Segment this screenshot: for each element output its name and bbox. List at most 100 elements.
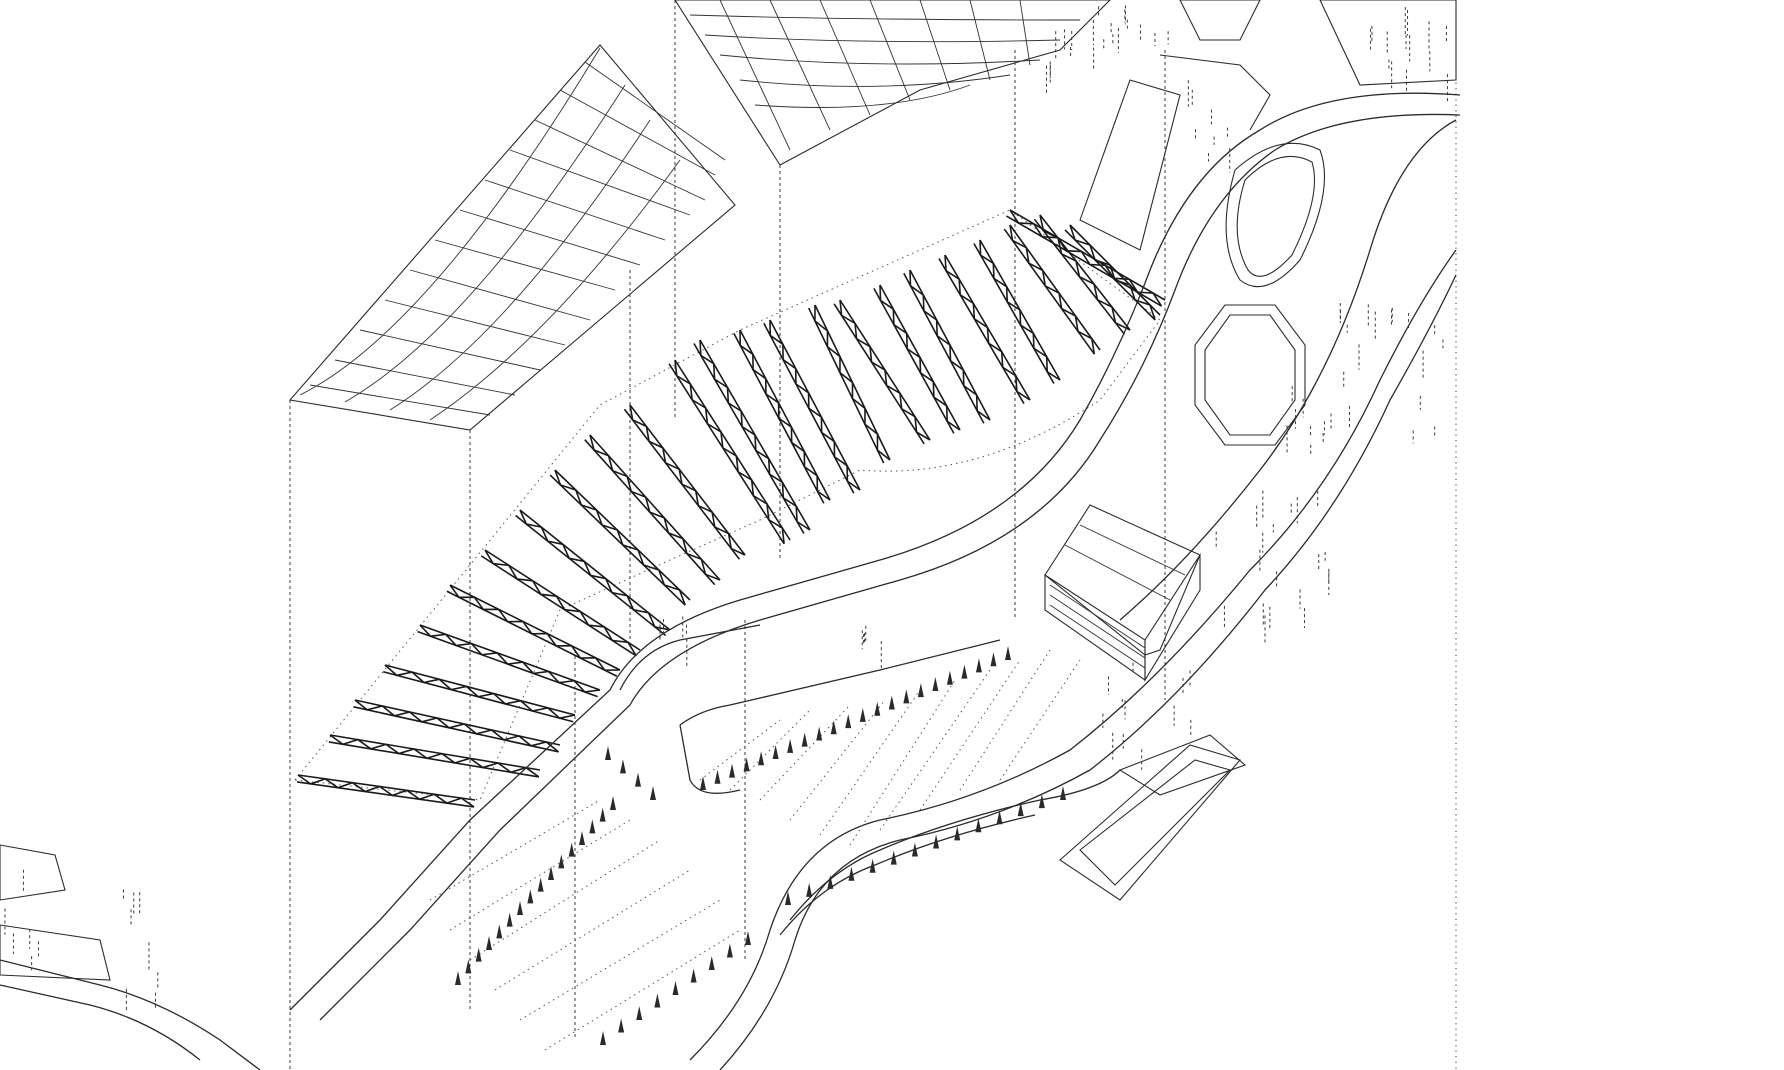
parking-grid-south	[429, 799, 741, 1051]
tree-icon	[455, 971, 461, 985]
tree-icon	[714, 769, 721, 784]
oval-pond	[1225, 142, 1326, 288]
truss-beam	[1006, 209, 1166, 307]
tree-icon	[975, 818, 982, 833]
truss-beam	[446, 584, 621, 677]
truss-beam	[668, 359, 791, 545]
tree-icon	[589, 819, 596, 834]
tree-icon	[708, 956, 715, 970]
tree-icon	[911, 842, 918, 857]
tree-icon	[954, 826, 961, 841]
tree-icon	[874, 701, 881, 716]
tree-icon	[636, 1006, 643, 1020]
tree-icon	[787, 738, 794, 753]
tree-icon	[635, 772, 641, 787]
tree-icon	[990, 652, 997, 667]
truss-beam	[296, 774, 476, 808]
truss-deck-outline	[294, 209, 1161, 801]
tree-icon	[961, 664, 968, 679]
tree-icon	[690, 968, 697, 983]
tree-icon	[888, 695, 895, 710]
truss-beam	[973, 239, 1061, 384]
ground-roads	[0, 92, 1461, 1070]
tree-icon	[845, 714, 852, 729]
truss-beam	[549, 469, 691, 606]
tree-icon	[996, 810, 1003, 825]
truss-beam	[417, 624, 601, 698]
tree-icon	[848, 866, 855, 881]
riverside-pavilion	[1059, 734, 1247, 901]
tree-icon	[650, 786, 656, 800]
central-walkway	[619, 624, 1121, 936]
truss-array	[296, 209, 1166, 808]
truss-beam	[383, 664, 576, 723]
truss-beam	[873, 284, 961, 434]
tree-icon	[610, 796, 616, 810]
truss-beam	[623, 404, 746, 560]
truss-beam	[353, 699, 561, 753]
tree-icon	[903, 689, 910, 704]
tree-rows	[455, 646, 1066, 1045]
tree-icon	[933, 834, 940, 849]
tree-icon	[465, 959, 472, 974]
truss-beam	[1064, 224, 1161, 321]
tree-icon	[599, 807, 606, 822]
tree-icon	[1017, 802, 1024, 817]
tree-icon	[729, 763, 736, 778]
truss-beam	[807, 304, 891, 464]
tree-icon	[785, 891, 791, 905]
tree-icon	[558, 854, 565, 869]
building-block	[1044, 504, 1201, 682]
truss-beam	[480, 549, 641, 657]
tree-icon	[620, 759, 626, 774]
roof-panel-center	[674, 0, 1111, 166]
tree-icon	[946, 670, 953, 685]
tree-icon	[672, 981, 679, 995]
truss-beam	[515, 509, 671, 637]
truss-beam	[763, 319, 861, 494]
tree-icon	[932, 676, 939, 691]
tree-icon	[700, 776, 706, 790]
tree-icon	[827, 874, 834, 889]
tree-icon	[758, 751, 765, 766]
truss-beam	[903, 269, 991, 424]
truss-beam	[693, 339, 811, 534]
tree-icon	[496, 924, 503, 939]
tree-icon	[1005, 646, 1011, 660]
truss-beam	[938, 254, 1031, 404]
hatch-marks	[4, 5, 1448, 1011]
truss-beam	[733, 329, 831, 504]
tree-icon	[830, 720, 837, 735]
truss-beam	[1003, 224, 1101, 355]
tree-icon	[772, 745, 779, 760]
tree-icon	[527, 889, 534, 904]
tree-icon	[654, 993, 661, 1008]
octagon-plaza	[1194, 304, 1306, 446]
tree-icon	[618, 1018, 625, 1033]
tree-icon	[806, 882, 813, 897]
tree-icon	[745, 931, 751, 945]
tree-icon	[600, 1031, 606, 1045]
tree-icon	[486, 936, 492, 950]
northeast-buildings	[1079, 0, 1457, 251]
tree-icon	[869, 858, 876, 873]
truss-beam	[833, 299, 931, 445]
tree-icon	[816, 726, 823, 741]
tree-icon	[859, 707, 866, 722]
tree-icon	[917, 683, 924, 698]
tree-icon	[475, 947, 482, 962]
truss-beam	[584, 434, 721, 586]
tree-icon	[537, 877, 544, 892]
tree-icon	[506, 912, 513, 927]
truss-beam	[328, 734, 541, 778]
tree-icon	[890, 850, 897, 865]
tree-icon	[548, 866, 554, 880]
tree-icon	[568, 842, 575, 857]
tree-icon	[1060, 786, 1066, 800]
tree-icon	[975, 658, 982, 673]
roof-panel-left	[288, 44, 736, 431]
tree-icon	[1038, 794, 1045, 809]
parking-grid-center	[699, 649, 1081, 846]
